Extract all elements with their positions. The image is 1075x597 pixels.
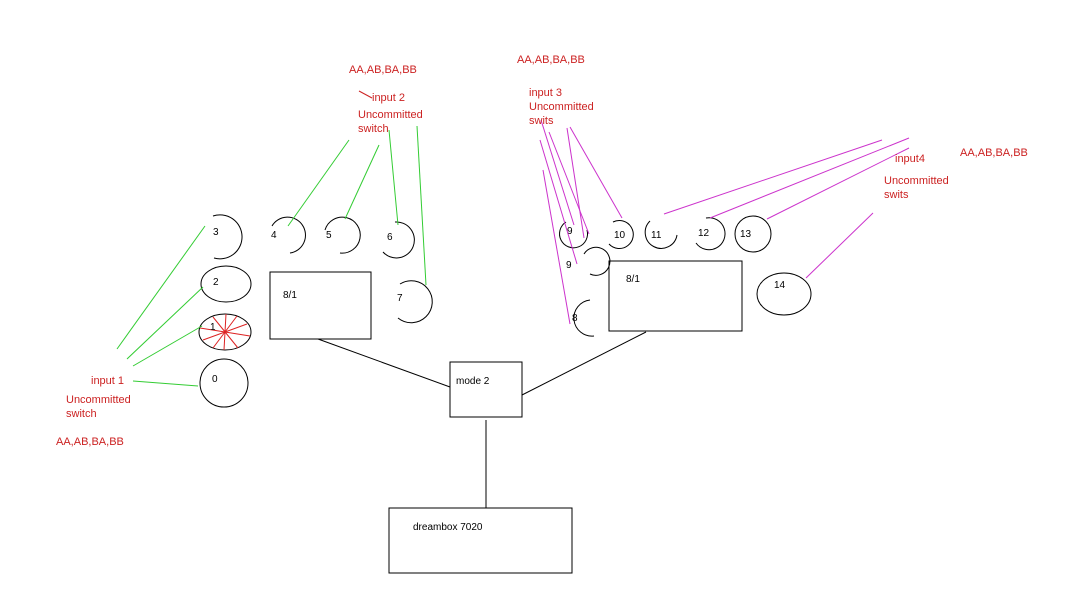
port-0-label: 0 <box>212 374 218 385</box>
switch-left-label: 8/1 <box>283 290 297 301</box>
input-4-line1: Uncommitted <box>884 175 949 187</box>
switch-right-label: 8/1 <box>626 274 640 285</box>
input-4-name: input4 <box>895 153 925 165</box>
input-1-options: AA,AB,BA,BB <box>56 436 124 448</box>
magenta-wires <box>539 119 910 325</box>
port-10-circle <box>608 220 634 249</box>
green-wires <box>116 125 427 387</box>
port-9b-label: 9 <box>566 260 572 271</box>
input-4-options: AA,AB,BA,BB <box>960 147 1028 159</box>
port-9b-circle <box>583 246 611 276</box>
port-13-label: 13 <box>740 229 752 240</box>
port-14-label: 14 <box>774 280 786 291</box>
switch-left-box <box>269 271 372 340</box>
port-3-label: 3 <box>213 227 219 238</box>
receiver-box <box>388 507 573 574</box>
port-8-label: 8 <box>572 313 578 324</box>
port-8-circle <box>573 299 595 337</box>
port-12-circle <box>695 217 726 251</box>
input-3-line1: Uncommitted <box>529 101 594 113</box>
input-3-options: AA,AB,BA,BB <box>517 54 585 66</box>
port-6-label: 6 <box>387 232 393 243</box>
port-1-burst <box>199 313 251 351</box>
port-14-circle <box>756 272 812 316</box>
port-5-label: 5 <box>326 230 332 241</box>
input-1-line2: switch <box>66 408 97 420</box>
wire-left-to-mode <box>317 338 451 388</box>
port-6-circle <box>382 221 415 259</box>
input-2-name: input 2 <box>372 92 405 104</box>
input-1-line1: Uncommitted <box>66 394 131 406</box>
port-9a-label: 9 <box>567 226 573 237</box>
port-3-circle <box>212 214 243 260</box>
wire-right-to-mode <box>521 331 647 396</box>
port-13-circle <box>734 215 772 253</box>
input-3-line2: swits <box>529 115 554 127</box>
port-10-label: 10 <box>614 230 626 241</box>
port-2-label: 2 <box>213 277 219 288</box>
input-4-line2: swits <box>884 189 909 201</box>
port-1-circle <box>198 313 252 351</box>
mode-label: mode 2 <box>456 376 490 387</box>
input-2-pointer-tick <box>358 90 373 99</box>
receiver-label: dreambox 7020 <box>413 522 483 533</box>
input-3-name: input 3 <box>529 87 562 99</box>
mode-box <box>449 361 523 418</box>
input-1-name: input 1 <box>91 375 124 387</box>
port-9a-circle <box>559 221 589 249</box>
port-4-circle <box>271 216 306 254</box>
port-11-label: 11 <box>651 230 662 241</box>
port-0-circle <box>199 358 249 408</box>
port-12-label: 12 <box>698 228 710 239</box>
port-11-circle <box>644 220 678 249</box>
port-7-label: 7 <box>397 293 403 304</box>
port-4-label: 4 <box>271 230 277 241</box>
input-2-line2: switch <box>358 123 389 135</box>
input-2-line1: Uncommitted <box>358 109 423 121</box>
port-2-circle <box>200 265 252 303</box>
port-5-circle <box>324 216 361 254</box>
switch-right-box <box>608 260 743 332</box>
port-7-circle <box>397 280 433 324</box>
port-1-label: 1 <box>210 322 216 333</box>
input-2-options: AA,AB,BA,BB <box>349 64 417 76</box>
